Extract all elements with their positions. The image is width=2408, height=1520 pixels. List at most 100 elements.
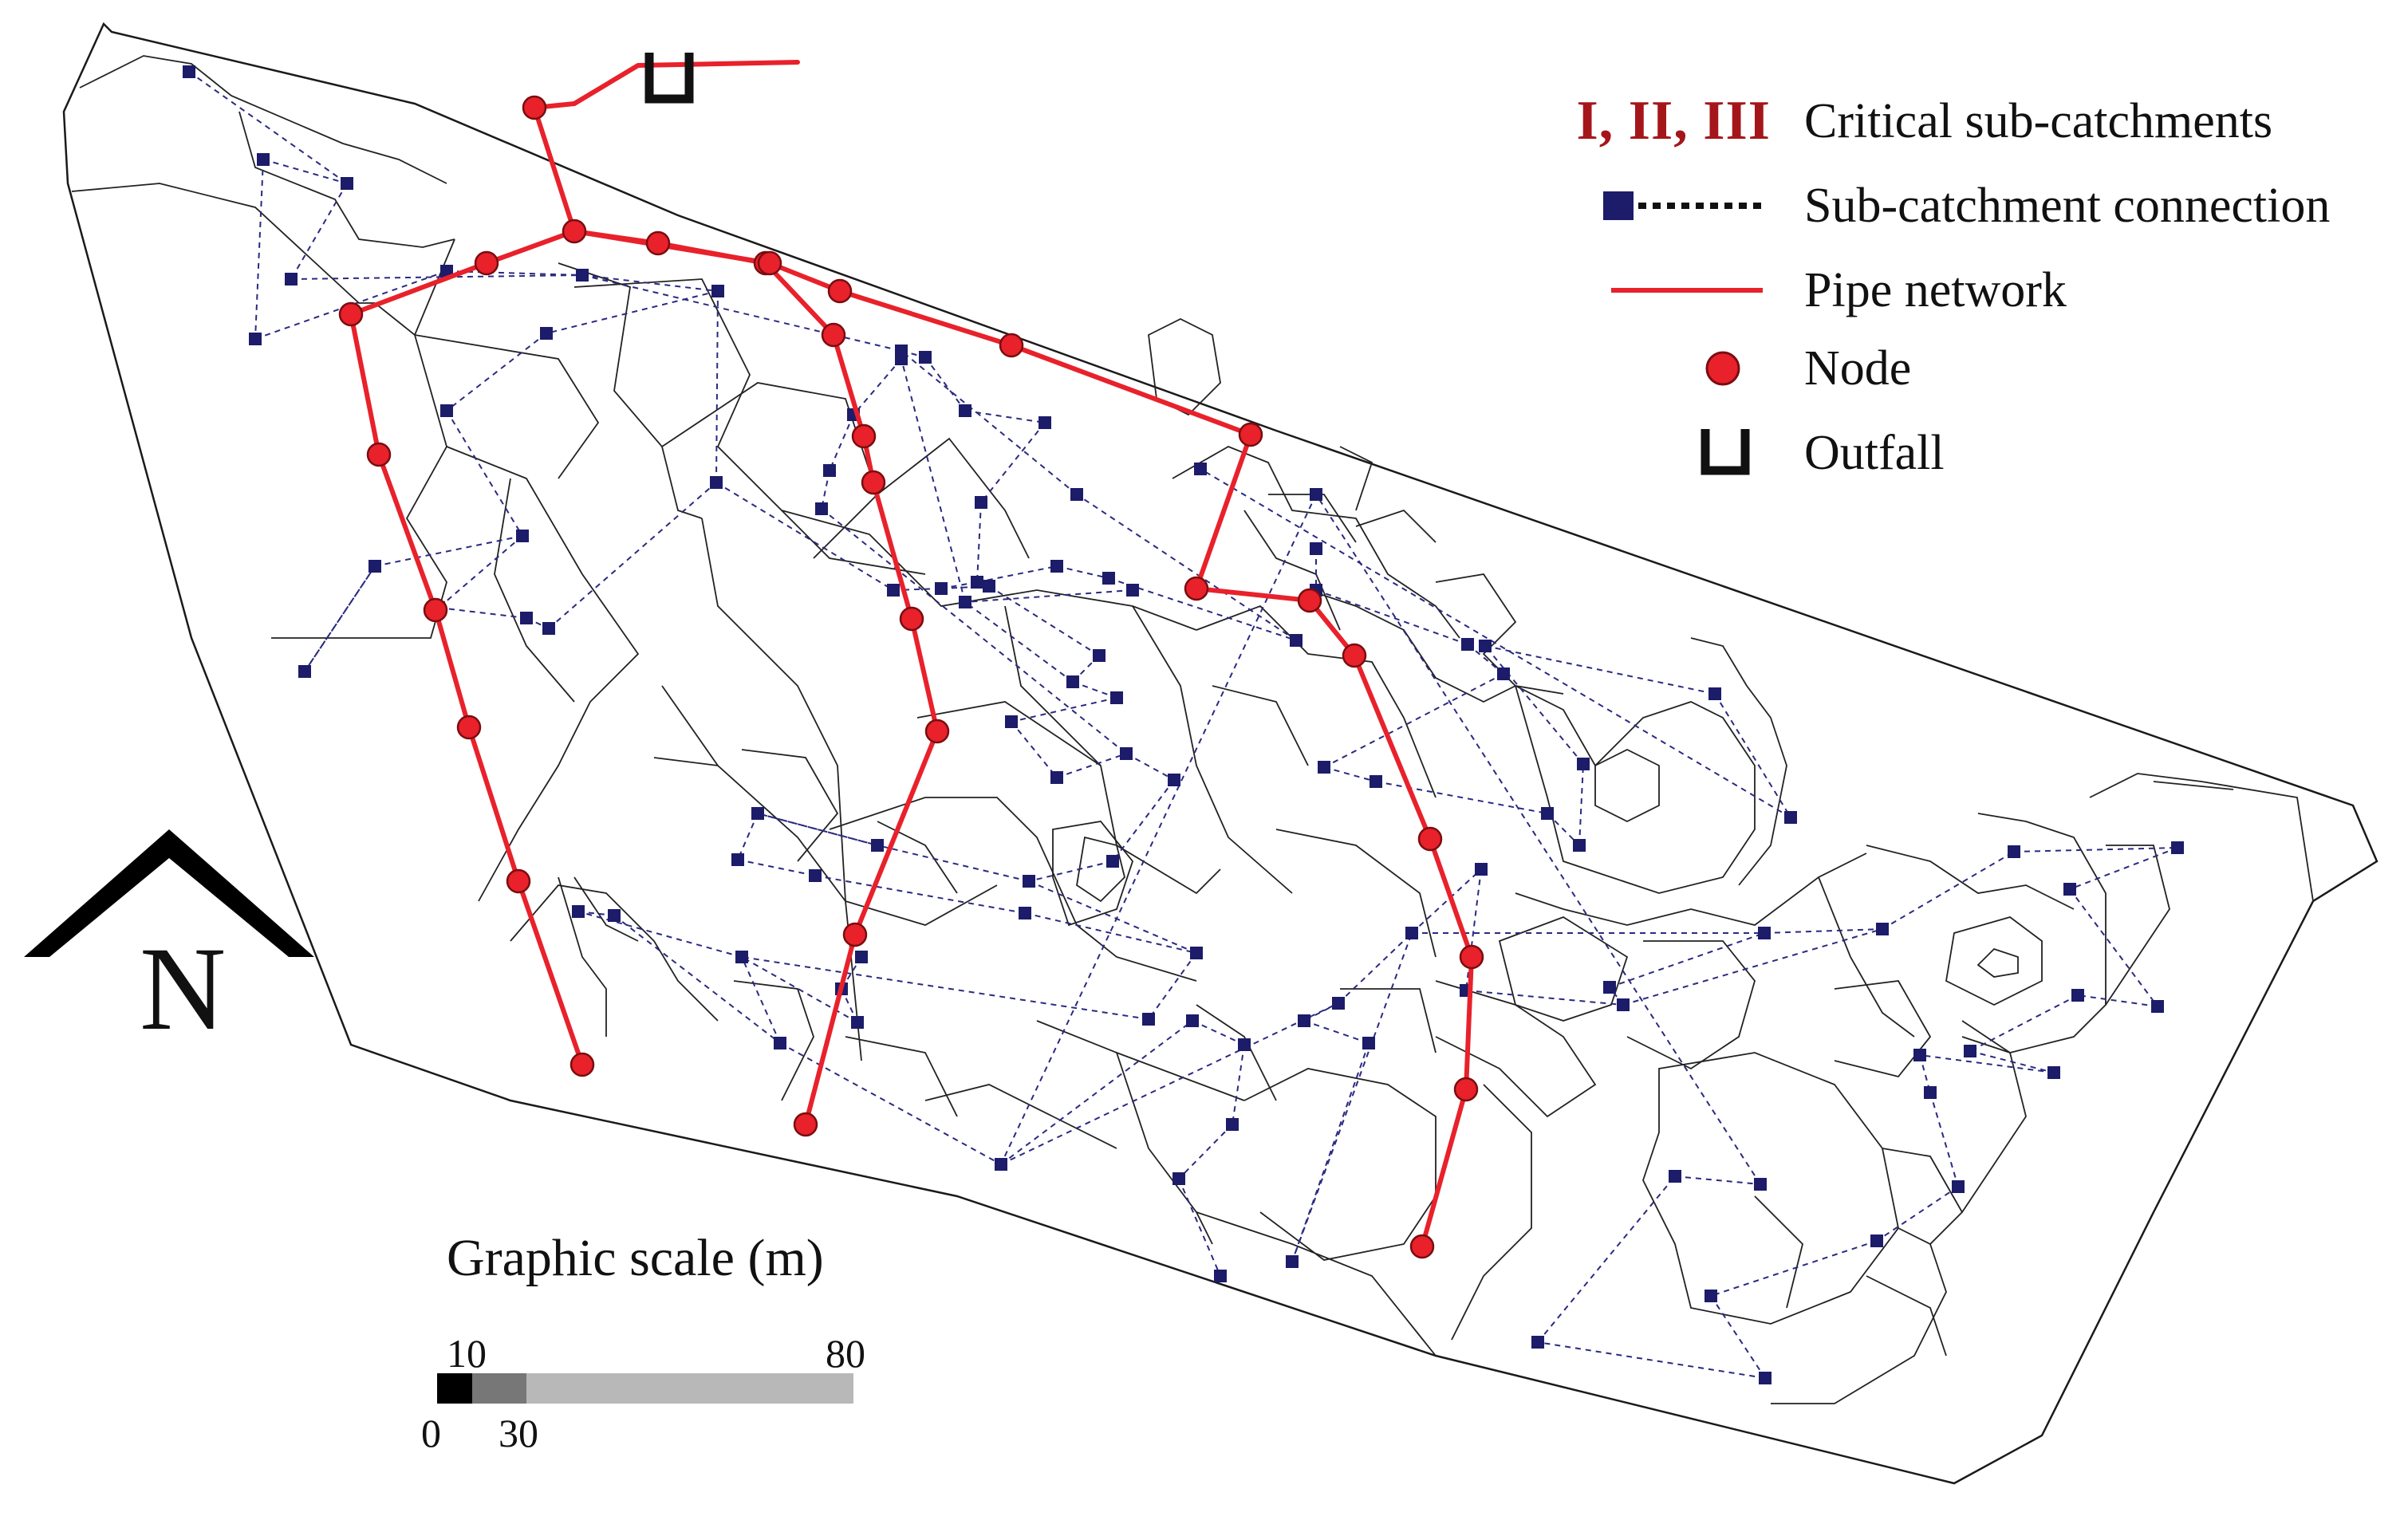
- connection-line: [1882, 851, 2015, 930]
- connection-line: [1375, 781, 1548, 814]
- connection-line: [1024, 912, 1197, 954]
- connection-line: [1764, 928, 1883, 934]
- connection-line: [374, 535, 523, 567]
- connection-line: [1028, 880, 1197, 954]
- north-arrow: N: [24, 829, 319, 1069]
- connection-line: [964, 589, 1133, 603]
- connection-line: [893, 588, 942, 591]
- connection-line: [548, 482, 717, 629]
- pipe-node: [506, 868, 531, 894]
- subcatchment-square: [1952, 1180, 1965, 1193]
- subcatchment-square: [774, 1037, 786, 1049]
- subcatchment-square: [1479, 640, 1492, 652]
- pipe-node: [569, 1052, 595, 1077]
- connection-line: [1011, 721, 1058, 778]
- subcatchment-square: [809, 869, 822, 882]
- subcatchment-square: [341, 177, 353, 190]
- pipe-node: [999, 333, 1024, 358]
- connection-line: [581, 274, 902, 352]
- pipe-node: [757, 250, 782, 276]
- connection-line: [901, 350, 1078, 495]
- connection-line: [254, 159, 264, 340]
- outfall-icon: [644, 53, 694, 104]
- subcatchment-square: [1290, 634, 1303, 647]
- scale-tick-80: 80: [826, 1331, 865, 1376]
- connection-line: [976, 502, 982, 583]
- subcatchment-square: [983, 580, 995, 593]
- connection-line: [1537, 1175, 1676, 1343]
- subcatchment-square: [1019, 907, 1031, 919]
- connection-line: [988, 585, 1100, 656]
- connection-line: [1876, 1186, 1959, 1242]
- subcatchment-square: [1172, 1172, 1185, 1185]
- connection-line: [1714, 693, 1791, 818]
- subcatchment-connections: [188, 71, 2178, 1379]
- connection-line: [1323, 766, 1377, 782]
- connection-line: [1192, 1020, 1245, 1045]
- subcatchment-square: [1214, 1270, 1227, 1282]
- connection-line: [1000, 494, 1317, 1165]
- connection-line: [1200, 468, 1791, 818]
- connection-line: [1484, 645, 1584, 765]
- subcatchment-square: [1120, 747, 1133, 760]
- pipe-node: [1459, 944, 1484, 970]
- connection-line: [741, 956, 781, 1044]
- subcatchment-square: [711, 285, 724, 297]
- subcatchment-square: [735, 951, 748, 963]
- subcatchment-square: [1708, 687, 1721, 700]
- subcatchment-square: [2071, 989, 2084, 1002]
- subcatchment-square: [995, 1158, 1007, 1171]
- subcatchment-square: [1310, 488, 1322, 501]
- subcatchment-square: [576, 269, 589, 282]
- connection-line: [1291, 932, 1413, 1262]
- connection-line: [290, 183, 348, 280]
- pipe-node: [562, 219, 587, 244]
- subcatchment-square: [935, 582, 948, 595]
- pipe-legend-icon: [1611, 288, 1763, 293]
- subcatchment-square: [298, 665, 311, 678]
- connection-line: [1969, 994, 2079, 1052]
- pipe-node: [456, 715, 482, 740]
- connection-line: [1291, 1042, 1370, 1262]
- connection-line: [262, 159, 348, 184]
- pipe-label: Pipe network: [1804, 262, 2067, 317]
- connection-line: [1710, 1240, 1878, 1297]
- subcatchment-square: [855, 951, 868, 963]
- connection-line: [1484, 645, 1716, 695]
- subcatchment-square: [542, 622, 555, 635]
- catchment-boundary: [62, 22, 2378, 1485]
- connection-line: [1338, 932, 1413, 1004]
- subcatchment-square: [851, 1016, 864, 1029]
- legend-row-critical: I, II, III Critical sub-catchments: [1500, 80, 2273, 163]
- subcatchment-square: [516, 530, 529, 542]
- subcatchment-square: [1541, 807, 1554, 820]
- connection-line: [1148, 952, 1197, 1020]
- pipe-node: [338, 301, 364, 327]
- connection-line: [1232, 1044, 1245, 1125]
- outfall-label: Outfall: [1804, 425, 1945, 480]
- connection-line: [254, 270, 447, 340]
- subcatchment-square: [975, 496, 987, 509]
- subcatchment-square: [1669, 1170, 1681, 1183]
- subcatchment-square: [1066, 675, 1079, 688]
- connection-line: [446, 410, 523, 537]
- connection-line: [1000, 1002, 1339, 1165]
- connection-line: [438, 535, 523, 608]
- pipe-node: [366, 442, 392, 467]
- subcatchment-square: [1759, 1372, 1772, 1384]
- connection-line: [1028, 860, 1113, 882]
- graphic-scale: Graphic scale (m) 10 80 0 30: [415, 1228, 973, 1467]
- subcatchment-square: [440, 265, 453, 278]
- connection-line: [1072, 681, 1117, 699]
- pipe-node: [1342, 643, 1367, 668]
- subcatchment-square: [1318, 761, 1330, 774]
- pipe-main-middle: [572, 229, 940, 1127]
- subcatchment-square: [1005, 715, 1018, 728]
- subcatchment-square: [1913, 1049, 1926, 1061]
- subcatchment-square: [1577, 758, 1590, 770]
- connection-line: [1178, 1178, 1221, 1277]
- subcatchment-square: [1142, 1013, 1155, 1026]
- legend-row-node: Node: [1500, 327, 1911, 410]
- connection-line: [1011, 697, 1117, 723]
- scale-tick-0: 0: [421, 1411, 441, 1455]
